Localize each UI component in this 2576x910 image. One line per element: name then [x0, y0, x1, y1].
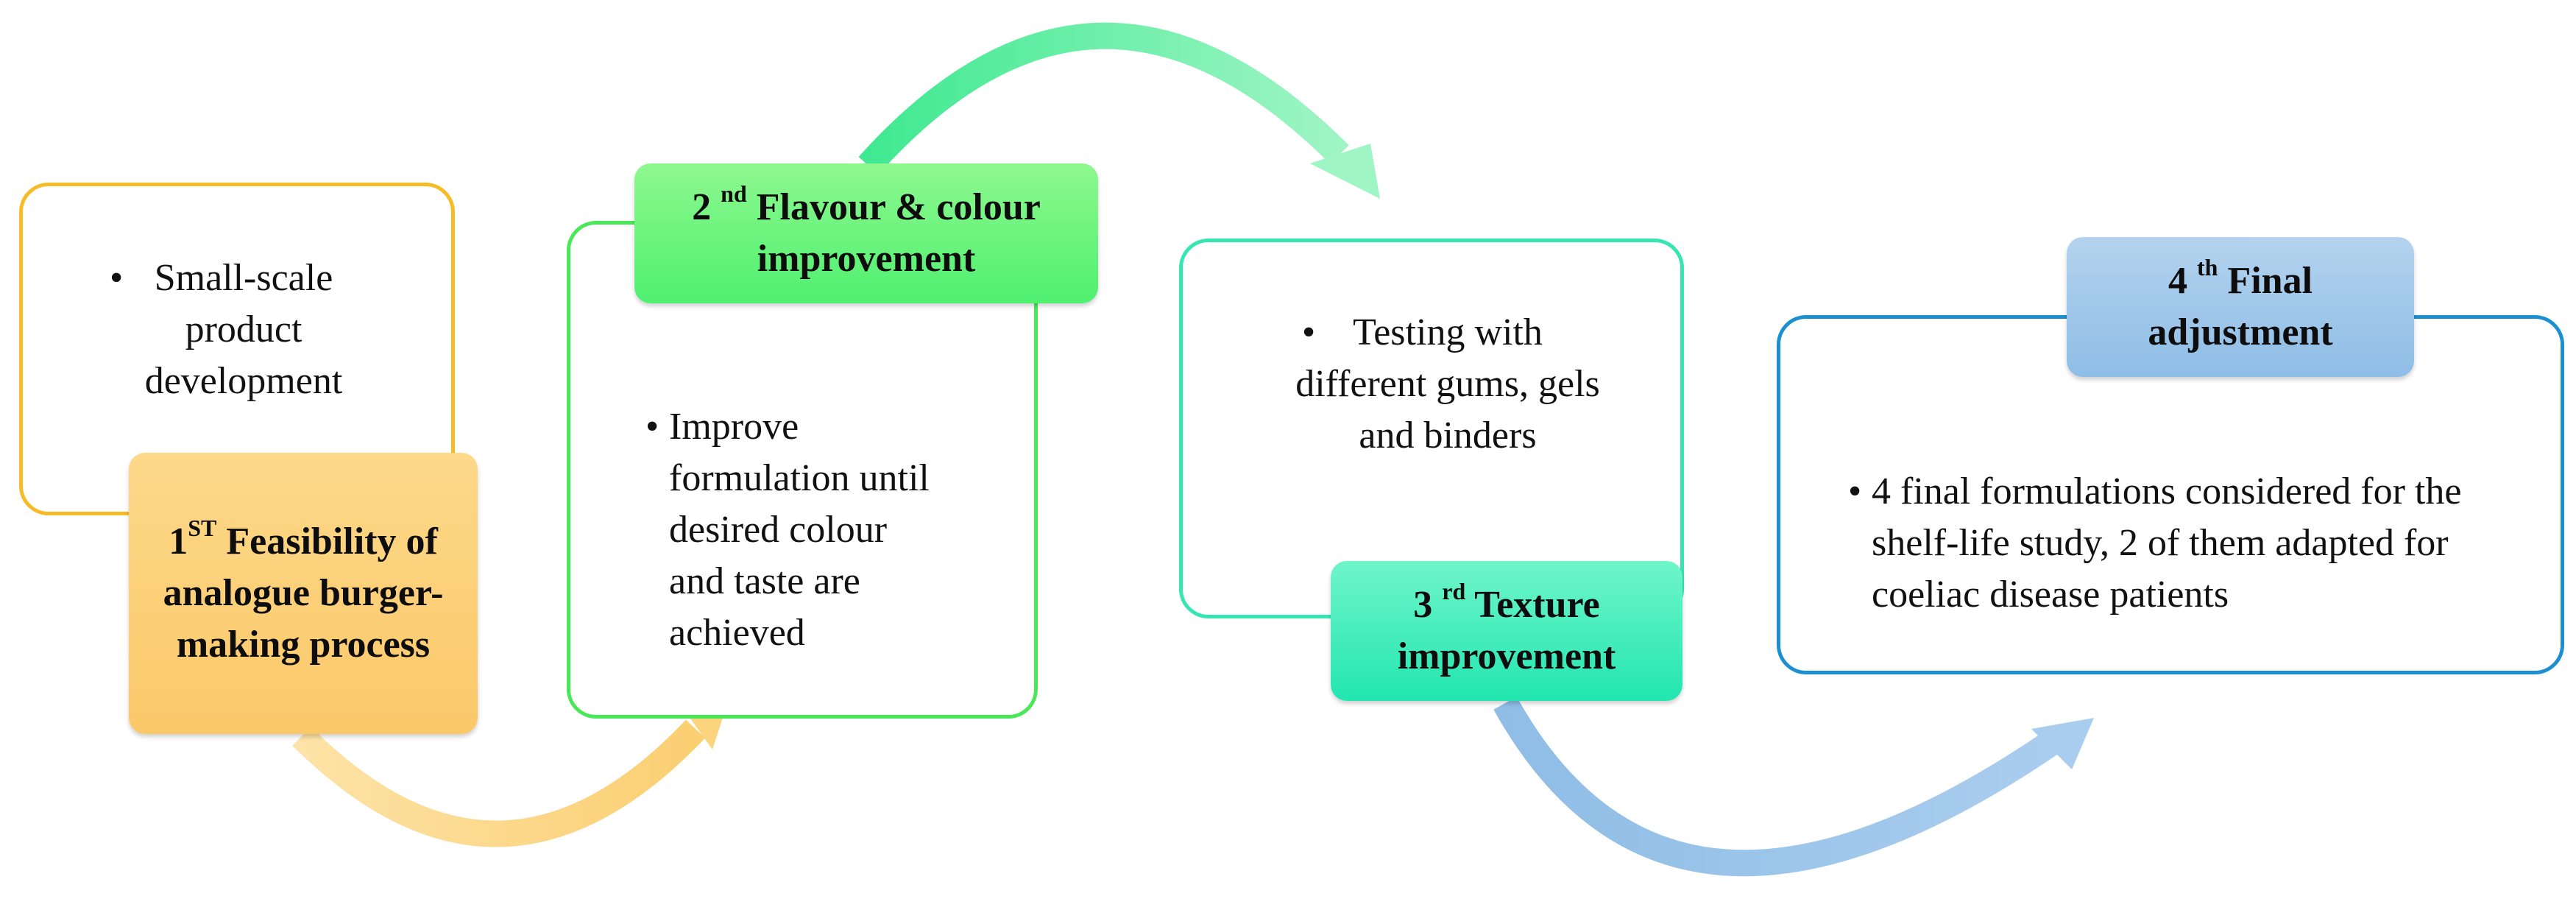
arrow-stage3-to-stage4-head [2031, 718, 2094, 769]
stage3-label: 3 rd Texture improvement [1331, 561, 1682, 701]
stage3-bullet: •Testing with different gums, gels and b… [1295, 311, 1600, 456]
stage3-title: Texture improvement [1397, 584, 1616, 677]
stage2-box: •Improve formulation until desired colou… [567, 221, 1038, 719]
arrow-stage3-to-stage4 [1493, 696, 2058, 877]
stage2-bullet-list: •Improve formulation until desired colou… [645, 401, 949, 659]
stage1-label: 1ST Feasibility of analogue burger-makin… [129, 453, 478, 734]
stage2-bullet: •Improve formulation until desired colou… [645, 406, 930, 654]
arrow-stage1-to-stage2 [292, 719, 706, 847]
stage1-number: 1 [169, 521, 188, 562]
stage2-title: Flavour & colour improvement [756, 186, 1041, 280]
arrow-stage2-to-stage3-head [1310, 144, 1380, 199]
stage4-bullet-list: •4 final formulations considered for the… [1848, 466, 2519, 621]
stage1-title: Feasibility of analogue burger-making pr… [163, 521, 444, 666]
stage4-label: 4 th Final adjustment [2067, 237, 2414, 377]
stage1-ordinal: ST [188, 514, 217, 541]
stage4-number: 4 [2168, 260, 2187, 302]
stage3-bullet-list: •Testing with different gums, gels and b… [1293, 307, 1602, 462]
stage3-number: 3 [1413, 584, 1433, 626]
stage2-number: 2 [692, 186, 712, 228]
stage4-title: Final adjustment [2148, 260, 2333, 353]
stage1-bullet-list: •Small-scale product development [110, 253, 376, 407]
stage4-bullet: •4 final formulations considered for the… [1848, 470, 2462, 616]
stage1-bullet: •Small-scale product development [110, 257, 343, 402]
stage3-ordinal: rd [1442, 577, 1466, 604]
arrow-stage2-to-stage3 [858, 22, 1349, 175]
stage2-label: 2 nd Flavour & colour improvement [634, 163, 1098, 303]
stage4-ordinal: th [2196, 253, 2218, 281]
stage2-ordinal: nd [721, 180, 747, 207]
